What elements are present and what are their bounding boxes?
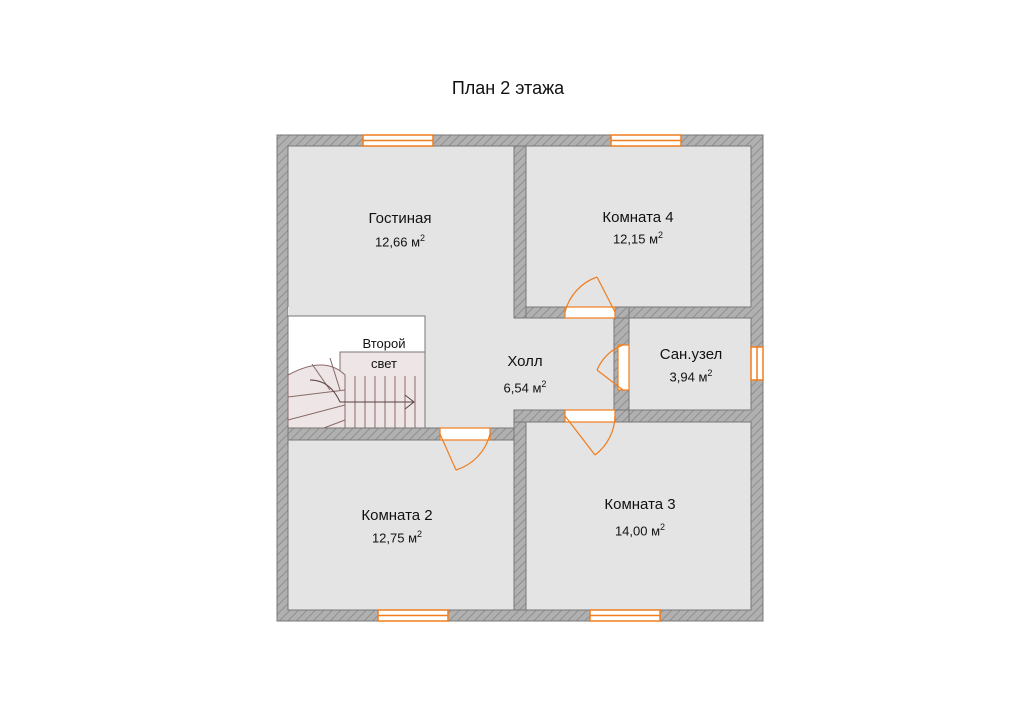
room-name-room2: Комната 2: [361, 507, 433, 524]
plan-title: План 2 этажа: [451, 78, 565, 98]
room-area-hall: 6,54 м2: [503, 379, 547, 396]
room2-room3-wall: [513, 421, 527, 611]
second-light-line2: свет: [370, 356, 397, 371]
room3-floor: [525, 421, 752, 611]
room-name-hall: Холл: [507, 353, 543, 370]
staircase: [287, 351, 426, 438]
window-living: [362, 134, 434, 147]
room-name-room3: Комната 3: [604, 496, 676, 513]
room-name-living: Гостиная: [368, 210, 432, 227]
room-label-room4: Комната 4 12,15 м2: [583, 209, 693, 246]
second-light-line1: Второй: [362, 336, 406, 351]
window-room2: [377, 609, 449, 622]
doors: [439, 276, 630, 471]
room-area-room2: 12,75 м2: [371, 529, 423, 546]
room-name-room4: Комната 4: [602, 209, 674, 226]
room-area-room3: 14,00 м2: [614, 522, 666, 539]
room-label-bathroom: Сан.узел 3,94 м2: [636, 346, 746, 384]
room-label-room3: Комната 3 14,00 м2: [585, 496, 695, 538]
room-area-bathroom: 3,94 м2: [669, 368, 713, 385]
living-room-floor: [287, 145, 515, 317]
door-room3: [564, 409, 616, 456]
room-area-living: 12,66 м2: [374, 233, 426, 250]
window-bathroom: [750, 346, 764, 381]
room-label-hall: Холл 6,54 м2: [470, 353, 580, 395]
room-label-room2: Комната 2 12,75 м2: [342, 507, 452, 545]
room-label-living: Гостиная 12,66 м2: [345, 210, 455, 249]
bathroom-floor: [628, 317, 752, 411]
room4-floor: [525, 145, 752, 308]
living-room-wall: [513, 145, 527, 319]
windows: [362, 134, 764, 622]
room-name-bathroom: Сан.узел: [659, 346, 723, 363]
room-area-room4: 12,15 м2: [612, 230, 664, 247]
door-room4: [564, 276, 616, 319]
window-room3: [589, 609, 661, 622]
door-room2: [439, 427, 491, 471]
window-room4: [610, 134, 682, 147]
second-light-label: Второй свет: [352, 334, 416, 374]
door-bathroom: [596, 344, 630, 391]
